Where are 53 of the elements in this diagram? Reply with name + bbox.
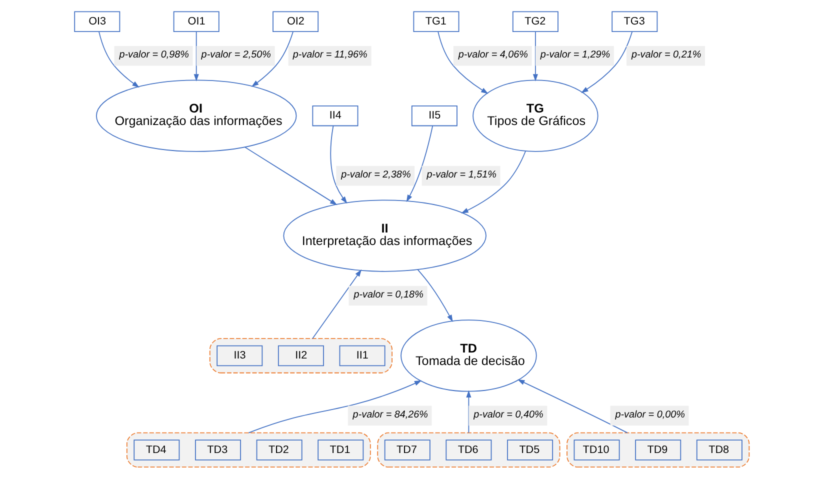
node-box: II5: [410, 105, 457, 126]
arrow: [406, 126, 433, 202]
arrow: [312, 269, 362, 340]
node-box: TD3: [194, 440, 240, 460]
cluster: [566, 432, 750, 468]
node-box: TD9: [634, 440, 681, 460]
arrow: [193, 31, 198, 82]
node-box: TD1: [317, 440, 364, 460]
arrow: [416, 269, 452, 322]
arrow: [516, 379, 628, 434]
node-ellipse: TG Tipos de Gráficos: [472, 80, 598, 152]
node-box: OI3: [74, 11, 120, 32]
edge-label: p-valor = 4,06%: [458, 49, 528, 60]
node-box: TG2: [512, 11, 558, 32]
node-box: TD2: [256, 440, 302, 460]
node-box: OI2: [272, 11, 318, 32]
node-box: TG3: [611, 11, 658, 32]
edge-label: p-valor = 1,51%: [426, 169, 496, 180]
arrow: [250, 31, 294, 87]
arrow: [532, 31, 538, 82]
node-ellipse: TD Tomada de decisão: [400, 320, 536, 392]
edge-label: p-valor = 0,00%: [614, 409, 684, 420]
node-box: TD5: [506, 440, 553, 460]
node-box: II1: [338, 345, 385, 366]
node-box: TG1: [412, 11, 459, 32]
edge-label: p-valor = 2,38%: [340, 169, 410, 180]
node-box: TD7: [384, 440, 430, 460]
edge-label: p-valor = 1,29%: [540, 49, 610, 60]
arrow: [248, 380, 422, 434]
node-box: OI1: [172, 11, 219, 32]
node-box: II4: [312, 105, 358, 126]
edge-label: p-valor = 0,40%: [473, 409, 543, 420]
arrow: [244, 146, 337, 206]
node-box: TD4: [133, 440, 180, 460]
node-box: TD8: [696, 440, 742, 460]
node-box: TD6: [445, 440, 492, 460]
node-box: II3: [216, 345, 262, 366]
edge-label: p-valor = 2,50%: [200, 49, 270, 60]
cluster: [208, 338, 392, 374]
arrow: [98, 31, 139, 88]
node-box: TD10: [573, 440, 620, 460]
arrow: [437, 31, 488, 94]
arrow: [460, 150, 526, 214]
cluster: [376, 432, 560, 468]
cluster: [126, 432, 370, 468]
edge-label: p-valor = 0,18%: [353, 289, 423, 300]
node-box: II2: [277, 345, 324, 366]
arrow: [330, 125, 347, 204]
edge-label: p-valor = 0,21%: [630, 49, 701, 60]
edge-label: p-valor = 0,98%: [118, 49, 188, 60]
arrow: [580, 31, 632, 93]
edge-label: p-valor = 11,96%: [292, 49, 367, 60]
edge-label: p-valor = 84,26%: [352, 409, 428, 420]
